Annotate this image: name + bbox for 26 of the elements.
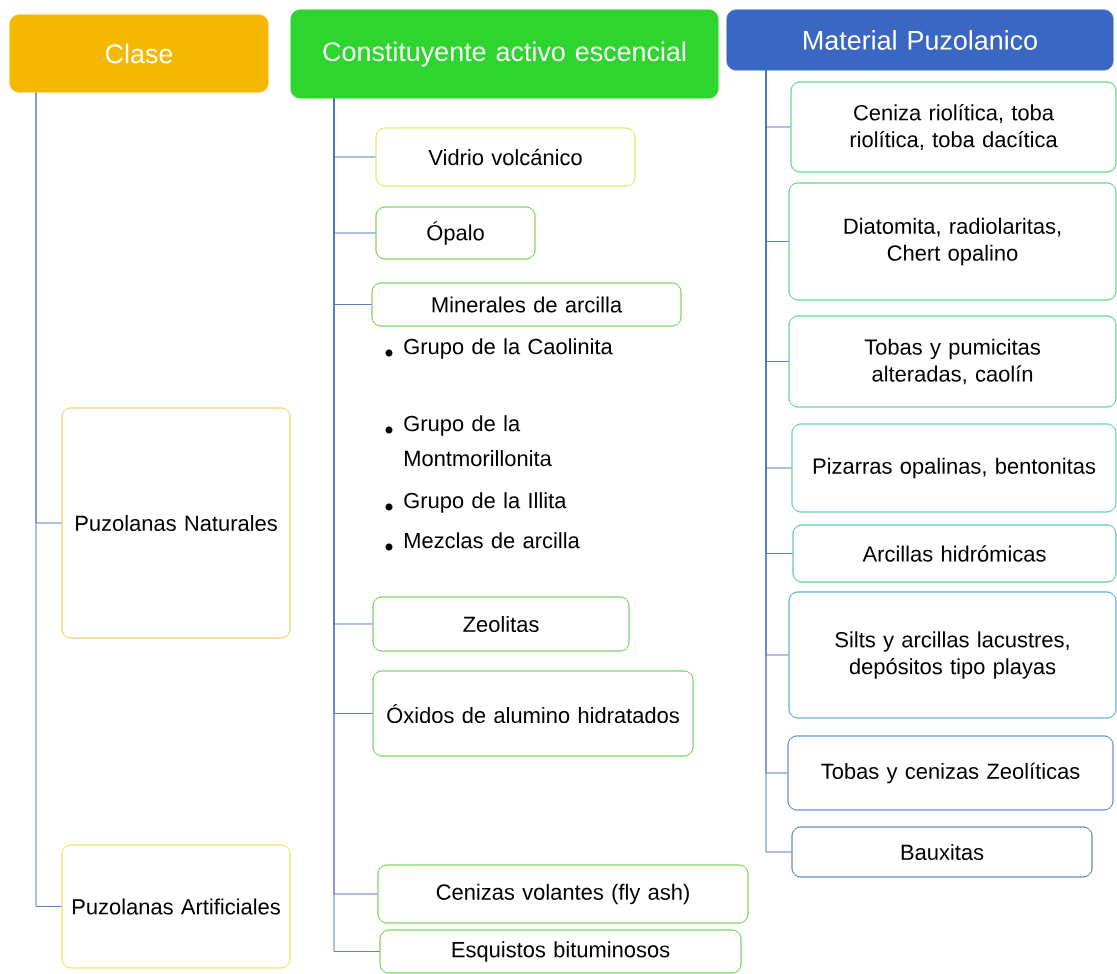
constituent-box: Vidrio volcánico xyxy=(375,127,636,187)
bullet-item: Grupo de la Montmorillonita xyxy=(385,415,552,467)
material-box: Bauxitas xyxy=(791,826,1093,878)
bullet-item: Grupo de la Caolinita xyxy=(385,338,613,359)
material-box: Silts y arcillas lacustres, depósitos tipo playas xyxy=(788,591,1117,719)
material-box: Tobas y cenizas Zeolíticas xyxy=(787,735,1114,811)
material-box: Tobas y pumicitas alteradas, caolín xyxy=(788,315,1117,408)
constituent-box: Ópalo xyxy=(375,206,536,260)
constituent-box: Óxidos de alumino hidratados xyxy=(372,670,694,757)
connector-line xyxy=(765,70,792,853)
material-box: Pizarras opalinas, bentonitas xyxy=(791,423,1117,513)
header-box: Material Puzolanico xyxy=(726,9,1114,71)
material-box: Ceniza riolítica, toba riolítica, toba dacítica xyxy=(790,81,1117,173)
header-box: Clase xyxy=(9,14,269,93)
constituent-box: Zeolitas xyxy=(372,596,630,652)
class-box: Puzolanas Naturales xyxy=(61,407,291,639)
header-box: Constituyente activo escencial xyxy=(290,9,719,99)
class-box: Puzolanas Artificiales xyxy=(61,844,291,969)
constituent-box: Cenizas volantes (fly ash) xyxy=(377,864,749,924)
material-box: Arcillas hidrómicas xyxy=(792,524,1117,583)
constituent-box: Minerales de arcilla xyxy=(371,282,682,327)
connector-line xyxy=(35,92,62,907)
constituent-box: Esquistos bituminosos xyxy=(379,929,742,974)
bullet-item: Grupo de la Illita xyxy=(385,492,567,513)
bullet-item: Mezclas de arcilla xyxy=(385,532,580,551)
material-box: Diatomita, radiolaritas, Chert opalino xyxy=(788,182,1117,301)
